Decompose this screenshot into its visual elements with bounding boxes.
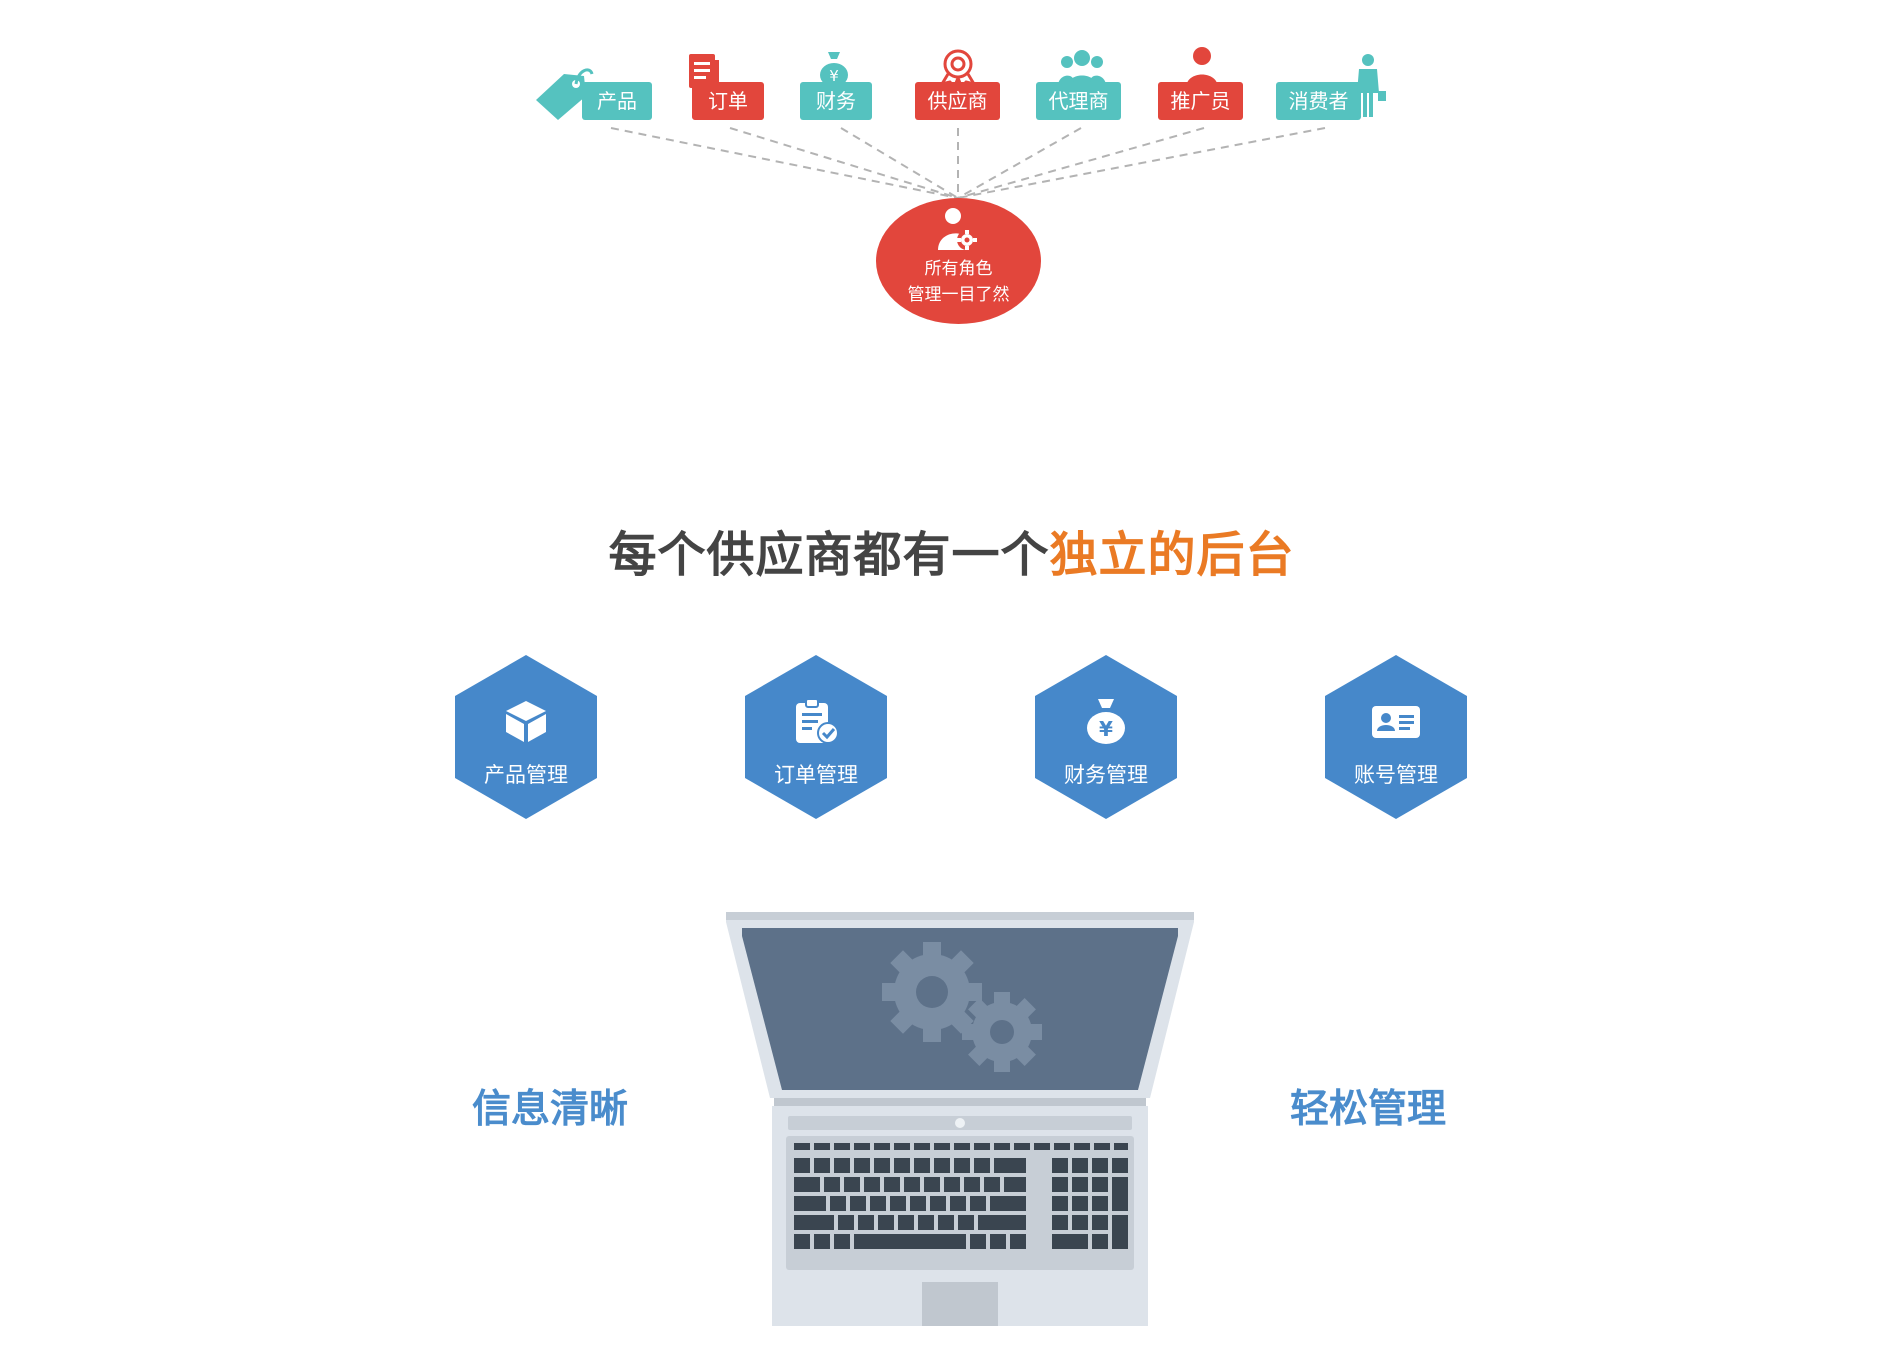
module-account-management: 账号管理 [1325, 655, 1467, 819]
connector-agent [957, 127, 1082, 199]
shopper-icon [1357, 54, 1386, 117]
gear-icon [962, 992, 1042, 1072]
gear-icon [882, 942, 982, 1042]
section-heading: 每个供应商都有一个独立的后台 [0, 515, 1903, 585]
svg-text:¥: ¥ [829, 67, 839, 85]
role-agent: 代理商 [1036, 82, 1121, 120]
module-label: 订单管理 [774, 763, 858, 787]
module-finance-management: ¥ 财务管理 [1035, 655, 1177, 819]
side-label-right: 轻松管理 [1290, 1087, 1447, 1132]
role-promoter: 推广员 [1158, 82, 1243, 120]
hub-all-roles: 所有角色 管理一目了然 [876, 198, 1041, 324]
connector-consumer [957, 127, 1326, 199]
user-settings-icon [938, 208, 977, 250]
module-label: 财务管理 [1064, 763, 1148, 787]
connector-promoter [957, 127, 1205, 199]
role-product: 产品 [582, 82, 652, 120]
role-consumer: 消费者 [1276, 82, 1361, 120]
hub-label-line1: 所有角色 [924, 259, 993, 279]
role-supplier: 供应商 [915, 82, 1000, 120]
side-label-left: 信息清晰 [472, 1087, 629, 1132]
heading-accent: 独立的后台 [1049, 527, 1295, 583]
tag-icon [536, 68, 594, 120]
connector-lines [610, 127, 1326, 199]
money-bag-icon: ¥ [820, 52, 848, 87]
id-card-icon [1372, 706, 1420, 738]
money-bag-icon: ¥ [1087, 699, 1125, 744]
role-order: 订单 [692, 82, 764, 120]
laptop-touchpad [922, 1282, 998, 1326]
svg-text:¥: ¥ [1099, 717, 1113, 741]
keyboard-keys [794, 1143, 1128, 1249]
connector-product [610, 127, 959, 199]
clipboard-check-icon [796, 698, 839, 744]
connector-finance [840, 127, 959, 199]
box-icon [506, 701, 546, 742]
laptop-illustration [726, 912, 1194, 1326]
heading-main: 每个供应商都有一个 [608, 527, 1050, 583]
module-product-management: 产品管理 [455, 655, 597, 819]
hub-label-line2: 管理一目了然 [907, 285, 1010, 305]
role-finance: 财务 [800, 82, 872, 120]
module-label: 产品管理 [484, 763, 568, 787]
document-icon [689, 54, 719, 88]
module-label: 账号管理 [1354, 763, 1438, 787]
module-order-management: 订单管理 [745, 655, 887, 819]
connector-order [729, 127, 959, 199]
